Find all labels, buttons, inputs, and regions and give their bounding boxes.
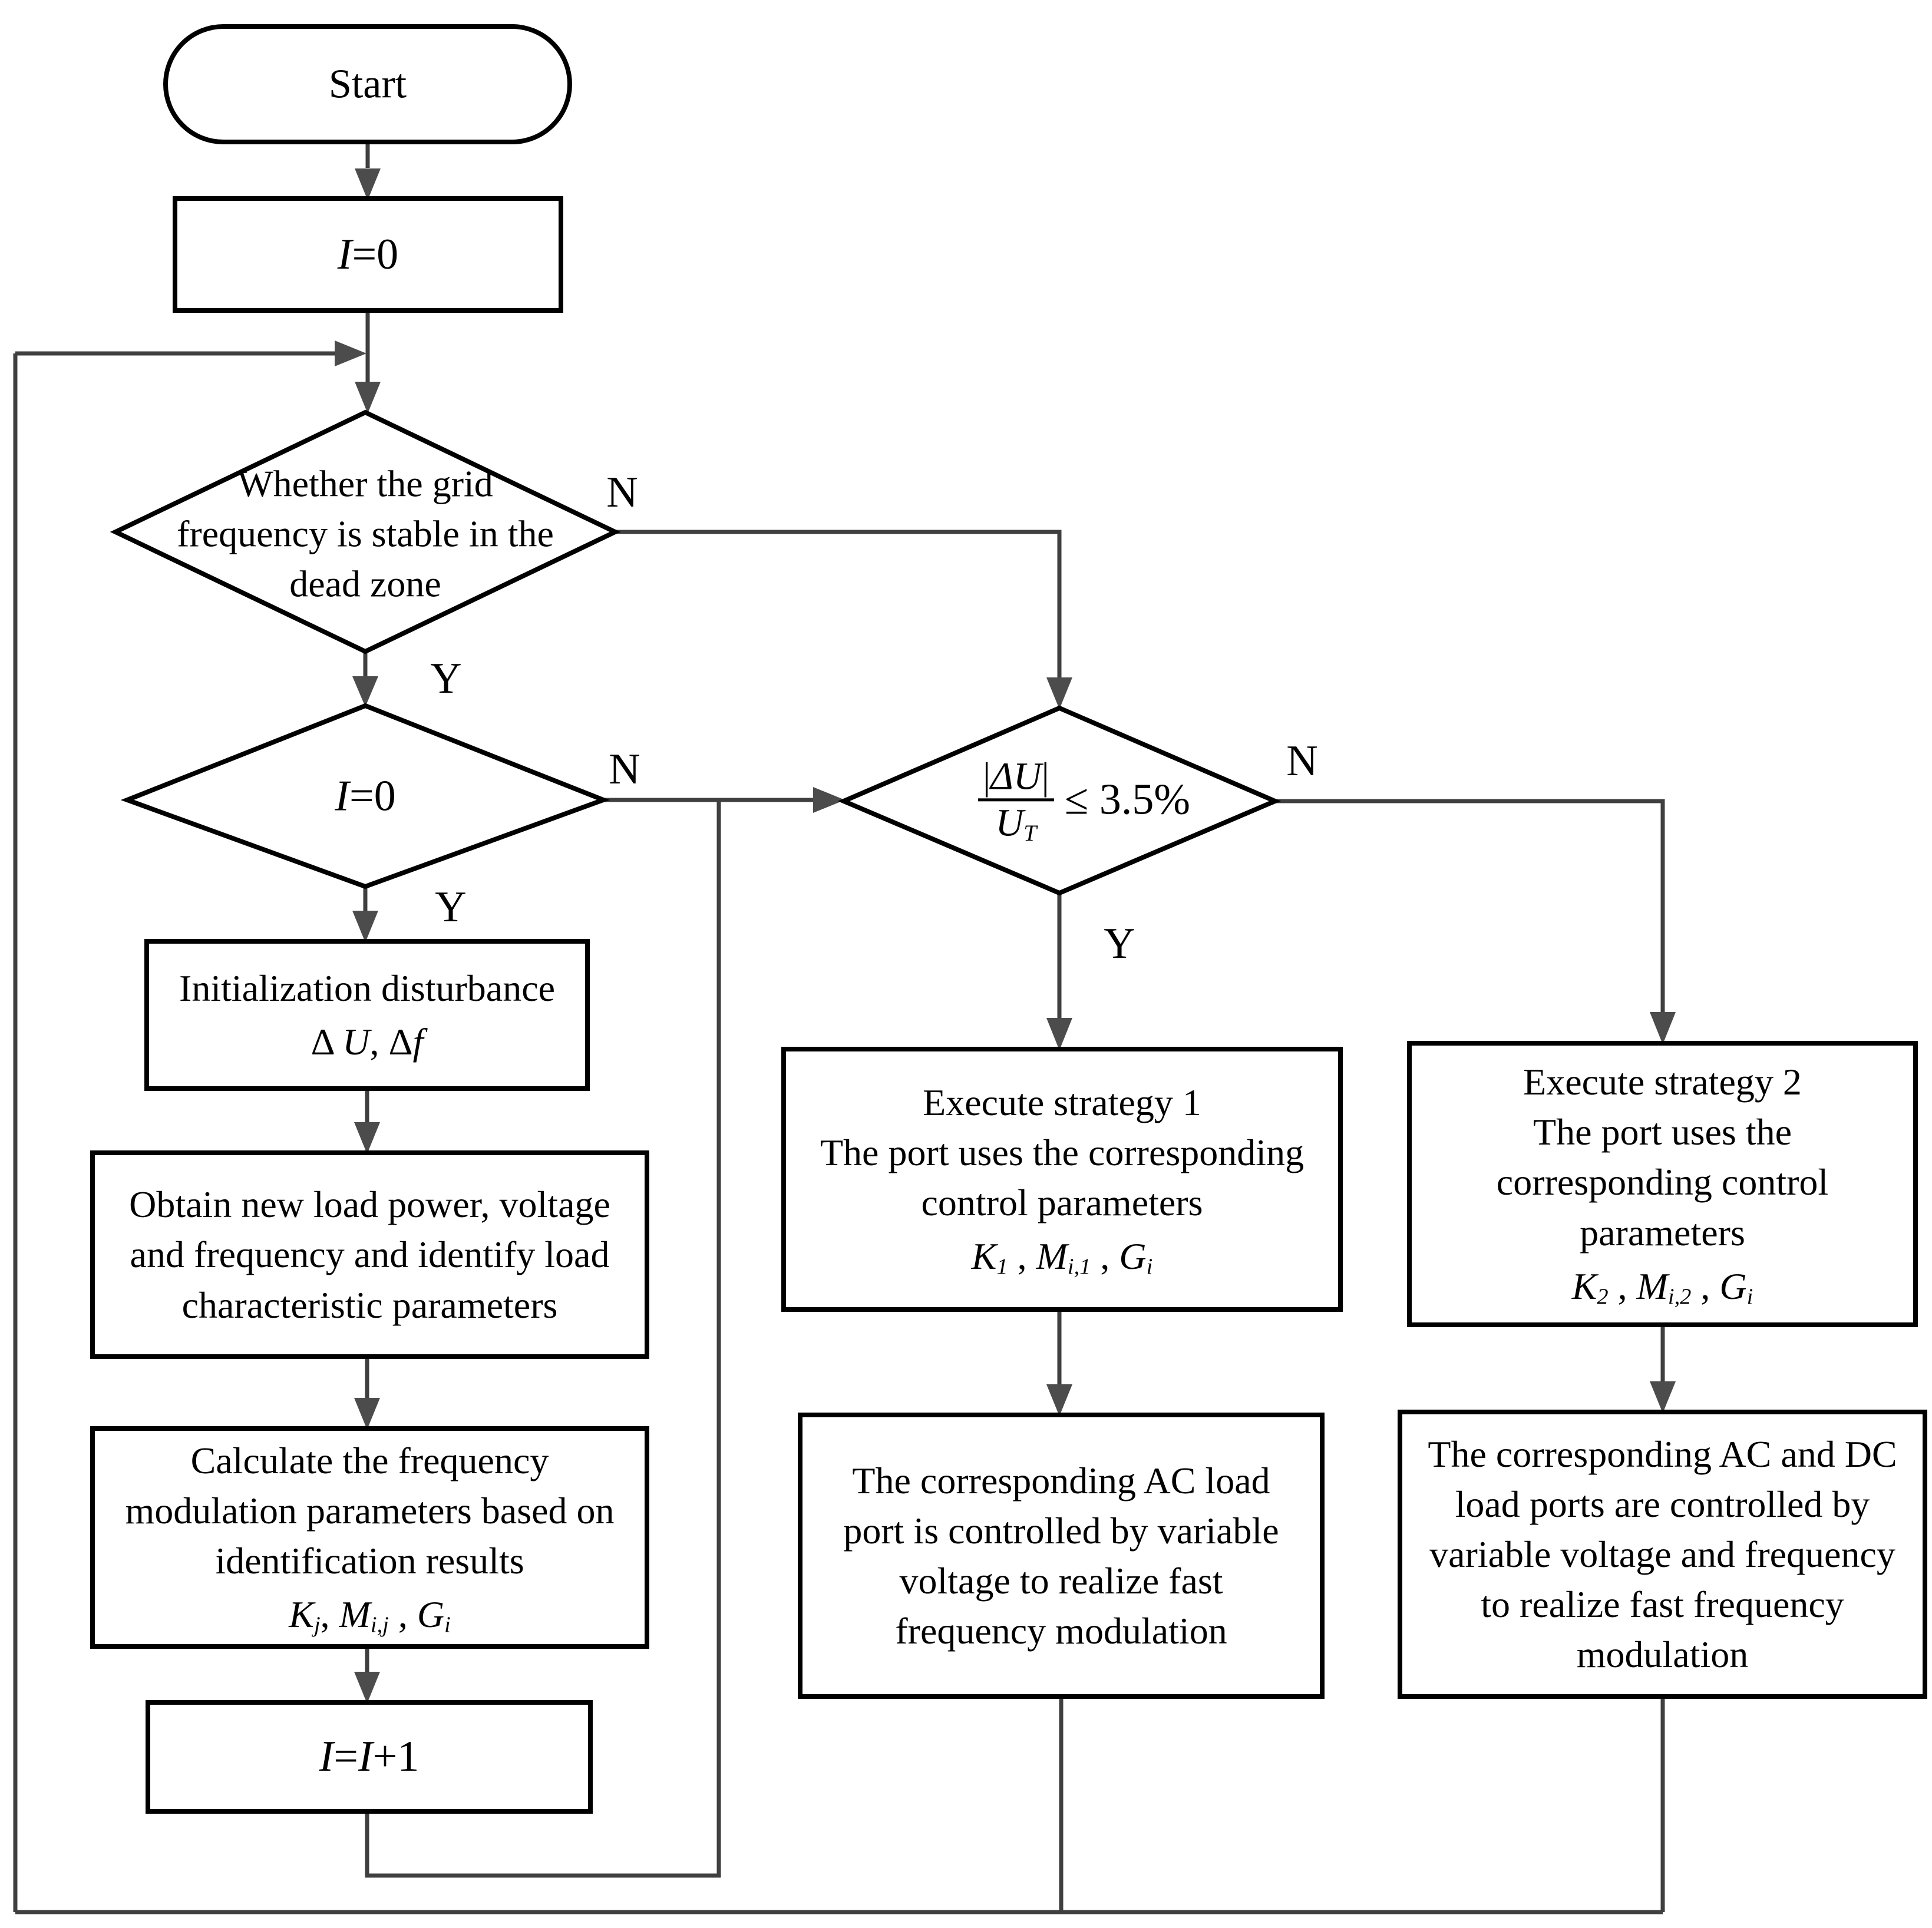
arrow-into-inc	[354, 1672, 380, 1704]
strategy2-label: Execute strategy 2 The port uses the cor…	[1409, 1043, 1916, 1325]
node-shapes	[90, 24, 1927, 1814]
set-i-label: I=0	[175, 199, 561, 310]
branch-label-y-grid: Y	[430, 654, 462, 703]
calc-params-formula: Kj, Mi,j , Gi	[289, 1593, 451, 1638]
strategy1-label: Execute strategy 1 The port uses the cor…	[784, 1049, 1340, 1309]
connectors	[13, 142, 1665, 1914]
calc-params-text: Calculate the frequency modulation param…	[125, 1439, 615, 1582]
arrow-into-s2	[1650, 1012, 1676, 1044]
arrow-into-dratio-top	[1046, 677, 1072, 709]
fraction-comparison: ≤ 3.5%	[1064, 775, 1191, 824]
arrow-into-dizero	[352, 676, 378, 707]
strategy1-formula: K1 , Mi,1 , Gi	[971, 1235, 1153, 1279]
arrow-into-dgrid	[355, 382, 381, 414]
calc-params-box-shape	[90, 1426, 649, 1649]
branch-label-n-izero: N	[609, 745, 640, 793]
wire-inc-feedback	[365, 800, 721, 1878]
branch-label-n-grid: N	[606, 468, 638, 517]
branch-label-y-izero: Y	[435, 882, 467, 931]
obtain-params-text: Obtain new load power, voltage and frequ…	[129, 1183, 610, 1326]
branch-label-n-ratio: N	[1286, 736, 1318, 785]
arrow-into-s1	[1046, 1018, 1072, 1050]
init-disturbance-label: Initialization disturbance Δ U, Δf	[147, 941, 587, 1089]
fraction-bar	[977, 798, 1054, 802]
voltage-ratio-fraction: |ΔU| UT	[977, 755, 1054, 846]
init-disturbance-box-shape	[144, 939, 590, 1091]
decision-i-zero-shape	[120, 703, 610, 889]
strategy1-box-shape	[781, 1047, 1343, 1312]
decision-voltage-ratio-label: |ΔU| UT ≤ 3.5%	[977, 742, 1191, 857]
arrow-into-obtain	[354, 1122, 380, 1154]
fraction-denominator: UT	[995, 801, 1037, 846]
strategy1-text: Execute strategy 1 The port uses the cor…	[820, 1081, 1304, 1223]
increment-i-label: I=I+1	[148, 1702, 590, 1811]
obtain-params-box-shape	[90, 1150, 649, 1359]
arrow-feedback-join	[335, 340, 366, 366]
strategy2-formula: K2 , Mi,2 , Gi	[1571, 1265, 1753, 1309]
decision-i-zero-label: I=0	[335, 709, 395, 883]
result1-box-shape	[798, 1413, 1325, 1699]
arrow-into-calc	[354, 1398, 380, 1430]
arrowheads	[335, 168, 1676, 1704]
wire-dratio-no-to-s2	[1275, 799, 1665, 1012]
wire-dgrid-no-to-dratio	[615, 530, 1062, 677]
increment-i-formula: I=I+1	[319, 1732, 420, 1781]
set-i-formula: I=0	[337, 230, 399, 279]
result2-label: The corresponding AC and DC load ports a…	[1400, 1412, 1925, 1696]
calc-params-label: Calculate the frequency modulation param…	[93, 1428, 647, 1646]
fraction-numerator: |ΔU|	[982, 755, 1049, 798]
start-terminator-shape	[163, 24, 572, 144]
decision-voltage-ratio-shape	[837, 705, 1282, 896]
arrow-into-r2	[1650, 1381, 1676, 1413]
start-label: Start	[328, 61, 407, 107]
increment-i-box-shape	[146, 1700, 593, 1814]
decision-i-zero-formula: I=0	[335, 772, 396, 821]
init-disturbance-formula: Δ U, Δf	[311, 1021, 424, 1063]
branch-label-y-ratio: Y	[1104, 919, 1135, 968]
wire-main-feedback-loop	[13, 351, 1665, 1914]
result2-text: The corresponding AC and DC load ports a…	[1428, 1433, 1897, 1676]
result2-box-shape	[1398, 1410, 1927, 1699]
init-disturbance-text: Initialization disturbance	[179, 967, 555, 1009]
set-i-box-shape	[173, 196, 563, 313]
result1-label: The corresponding AC load port is contro…	[800, 1415, 1322, 1696]
arrow-into-r1	[1046, 1384, 1072, 1416]
arrow-into-seti	[355, 168, 381, 200]
arrow-into-init	[352, 911, 378, 942]
decision-grid-stable-label: Whether the grid frequency is stable in …	[177, 462, 554, 605]
obtain-params-label: Obtain new load power, voltage and frequ…	[93, 1153, 647, 1357]
strategy2-box-shape	[1407, 1041, 1918, 1327]
result1-text: The corresponding AC load port is contro…	[843, 1459, 1279, 1652]
strategy2-text: Execute strategy 2 The port uses the cor…	[1496, 1061, 1829, 1254]
arrow-into-dratio-left	[813, 787, 845, 813]
decision-grid-stable-shape	[110, 409, 621, 654]
